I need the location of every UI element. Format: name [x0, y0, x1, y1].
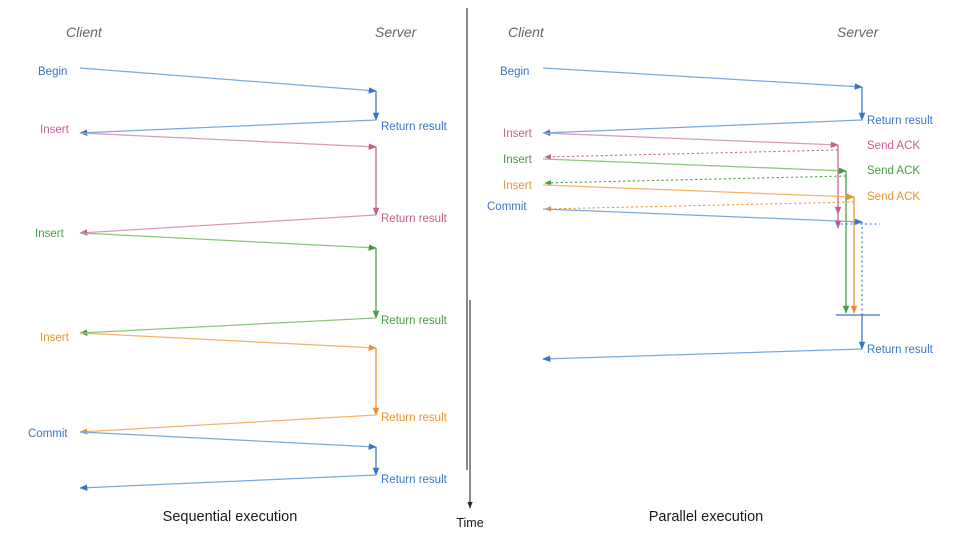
- request-arrow: [79, 232, 377, 251]
- reply-arrow: [544, 201, 855, 212]
- client-message-label: Commit: [487, 201, 527, 213]
- server-reply-label: Send ACK: [867, 165, 920, 177]
- server-reply-label: Return result: [381, 474, 448, 486]
- reply-arrow: [542, 119, 863, 136]
- client-message-label: Insert: [35, 228, 65, 240]
- request-arrow: [542, 67, 863, 90]
- panel-caption: Parallel execution: [649, 509, 763, 525]
- request-arrow: [79, 67, 377, 94]
- server-reply-label: Return result: [867, 344, 934, 356]
- server-reply-label: Return result: [381, 121, 448, 133]
- chrome-layer: Time: [456, 8, 484, 530]
- time-axis-label: Time: [456, 516, 483, 530]
- request-arrow: [79, 132, 377, 150]
- request-arrow: [542, 158, 847, 174]
- server-reply-label: Return result: [867, 115, 934, 127]
- client-message-label: Insert: [503, 154, 533, 166]
- server-reply-label: Send ACK: [867, 140, 920, 152]
- reply-arrow: [544, 175, 847, 186]
- request-arrow: [79, 431, 377, 450]
- lane-title-server: Server: [837, 24, 880, 40]
- server-reply-label: Return result: [381, 412, 448, 424]
- client-message-label: Insert: [503, 180, 533, 192]
- lane-title-client: Client: [508, 24, 545, 40]
- reply-arrow: [79, 214, 377, 236]
- reply-arrow: [544, 149, 839, 160]
- client-message-label: Commit: [28, 428, 68, 440]
- request-arrow: [542, 208, 863, 225]
- request-arrow: [79, 332, 377, 351]
- request-arrow: [542, 132, 839, 148]
- server-reply-label: Return result: [381, 213, 448, 225]
- client-message-label: Insert: [503, 128, 533, 140]
- lane-title-server: Server: [375, 24, 418, 40]
- client-message-label: Insert: [40, 124, 70, 136]
- reply-arrow: [79, 474, 377, 491]
- lane-title-client: Client: [66, 24, 103, 40]
- reply-arrow: [79, 414, 377, 435]
- client-message-label: Begin: [500, 66, 529, 78]
- reply-arrow: [79, 317, 377, 336]
- reply-arrow: [79, 119, 377, 136]
- reply-arrow: [542, 348, 863, 363]
- server-reply-label: Return result: [381, 315, 448, 327]
- panel-caption: Sequential execution: [163, 509, 298, 525]
- client-message-label: Begin: [38, 66, 67, 78]
- client-message-label: Insert: [40, 332, 70, 344]
- request-arrow: [542, 184, 855, 200]
- server-reply-label: Send ACK: [867, 191, 920, 203]
